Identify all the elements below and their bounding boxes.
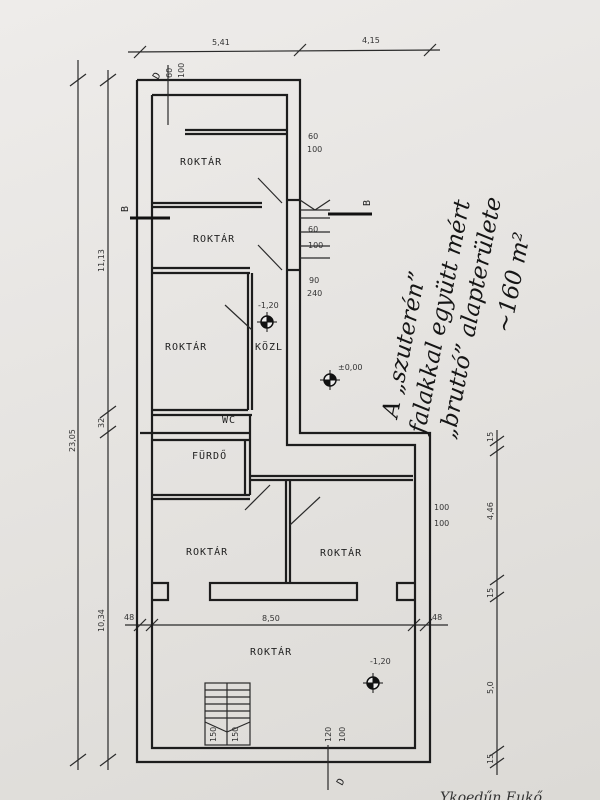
room-raktar-bottom: ROKTÁR [250,645,292,658]
door2-height: 100 [308,241,323,250]
dim-right-c: 15 [486,588,495,598]
dim-top-left: 5,41 [212,38,230,47]
dim-right-d: 5,0 [486,681,495,694]
right-door-width: 100 [434,503,449,512]
dim-left-lower: 10,34 [97,609,106,632]
staircase [204,682,251,746]
door3-width: 90 [309,276,319,285]
dim-right-a: 15 [486,432,495,442]
door3-height: 240 [307,289,322,298]
right-door-height: 100 [434,519,449,528]
dim-left-upper: 11,13 [97,249,106,272]
room-raktar-lower-left: ROKTÁR [186,545,228,558]
level-ground: ±0,00 [338,363,363,372]
section-mark-top: D [151,70,164,82]
dim-right-e: 15 [486,754,495,764]
level-lower: -1,20 [370,657,391,666]
door-swings [167,65,331,790]
section-mark-bottom: D [335,776,348,788]
dim-wall-right: 48 [432,613,442,622]
level-upper: -1,20 [258,301,279,310]
room-wc: WC [222,415,236,426]
section-lines [130,212,372,220]
level-marker-icon [320,370,340,390]
door1-height: 100 [307,145,322,154]
level-marker-icon [257,312,277,332]
dim-top-right: 4,15 [362,36,380,45]
dim-left-gap: 32 [97,418,106,428]
dim-inner-width: 8,50 [262,614,280,623]
door2-width: 60 [308,225,318,234]
handwritten-note: A „szuterén” falakkal együtt mért „brutt… [377,195,536,441]
dim-right-b: 4,46 [486,502,495,520]
room-raktar-lower-right: ROKTÁR [320,546,362,559]
signature: Ykoedűn Eukő [440,790,544,800]
section-mark-left: B [120,205,131,212]
room-kozl: KÖZL [255,340,283,353]
walls [135,78,432,764]
stair-width-b: 150 [231,727,240,742]
room-raktar-middle: ROKTÁR [165,340,207,353]
bottom-door-height: 100 [338,727,347,742]
door1-width: 60 [308,132,318,141]
room-furdo: FÜRDŐ [192,448,227,462]
dim-left-total: 23,05 [68,429,77,452]
bottom-door-width: 120 [324,727,333,742]
top-door-height: 100 [177,63,186,78]
dim-wall-left: 48 [124,613,134,622]
stair-width-a: 150 [209,727,218,742]
dimension-lines [69,43,505,775]
level-marker-icon [363,673,383,693]
section-mark-right: B [362,199,373,206]
top-door-width: 60 [165,68,174,78]
room-raktar-second: ROKTÁR [193,232,235,245]
room-raktar-top: ROKTÁR [180,155,222,168]
